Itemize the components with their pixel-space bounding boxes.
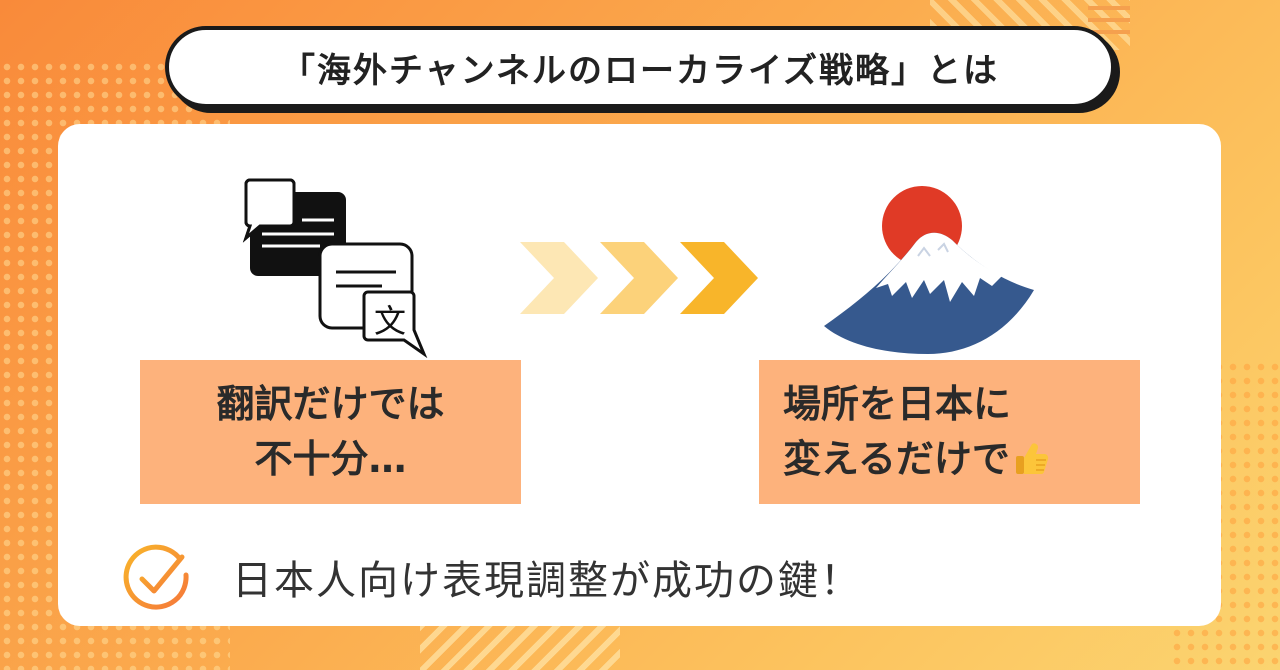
page-title: 「海外チャンネルのローカライズ戦略」とは (281, 50, 999, 91)
localize-location-box: 場所を日本に 変えるだけで (759, 360, 1140, 504)
right-box-line-2: 変えるだけで (783, 437, 1010, 481)
kanji-glyph: 文 (374, 302, 406, 340)
decorative-bars (1088, 6, 1130, 42)
mount-fuji-icon (824, 186, 1034, 354)
key-message: 日本人向け表現調整が成功の鍵！ (232, 558, 862, 604)
right-box-line-1: 場所を日本に (783, 381, 1012, 426)
translation-insufficient-box: 翻訳だけでは 不十分… (140, 360, 521, 504)
title-banner: 「海外チャンネルのローカライズ戦略」とは (165, 26, 1115, 108)
thumbs-up-icon (1015, 443, 1049, 475)
chevron-arrows-icon (520, 242, 758, 314)
translate-icon: A 文 (242, 178, 428, 358)
left-box-line-1: 翻訳だけでは (216, 381, 445, 426)
check-circle-icon (123, 544, 189, 610)
left-box-line-2: 不十分… (254, 437, 407, 481)
right-box-line-2-wrap: 変えるだけで (783, 432, 1050, 487)
